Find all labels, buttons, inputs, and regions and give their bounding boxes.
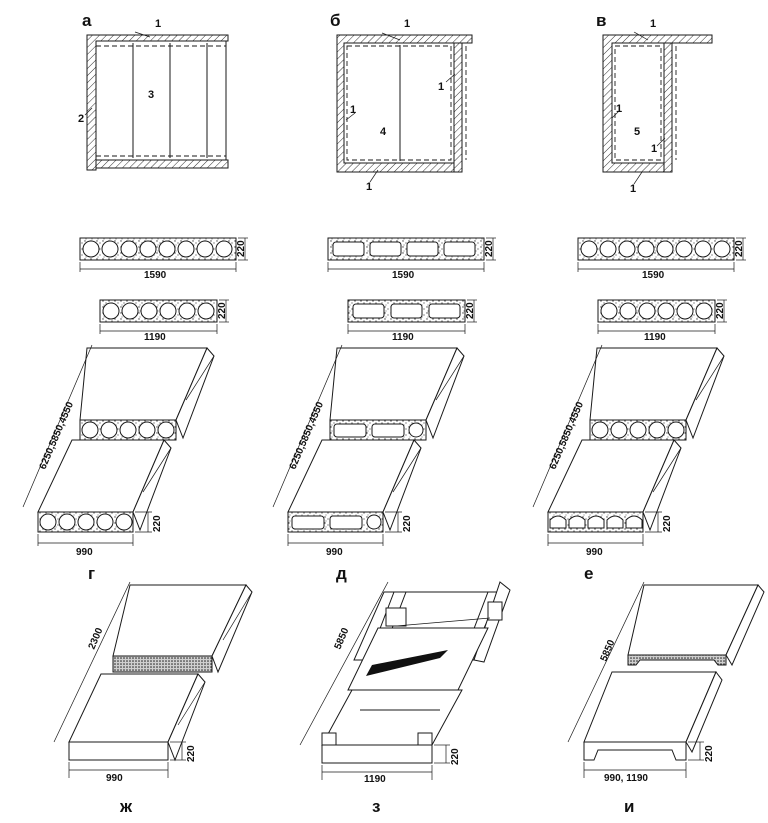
section-a-length-short: 1190 (144, 332, 166, 343)
iso-i-width: 990, 1190 (604, 773, 648, 784)
iso-g-thickness: 220 (152, 515, 163, 532)
section-v-length-long: 1590 (642, 270, 665, 281)
plan-b-label-1-bottom: 1 (366, 181, 372, 193)
section-long-a: 1590 220 (79, 237, 248, 281)
plan-b-label-1-right: 1 (438, 81, 444, 93)
iso-z-length: 5850 (333, 626, 352, 651)
iso-i-thickness: 220 (704, 745, 715, 762)
section-long-v: 1590 220 (577, 237, 746, 281)
section-b-thickness-short: 220 (465, 302, 476, 319)
plan-a: а 1 2 3 (78, 11, 229, 171)
iso-slab-e: 6250,5850,4550 990 220 (532, 344, 725, 558)
plan-v-label-1-top: 1 (650, 18, 656, 30)
panel-label-zh: ж (119, 797, 133, 816)
panel-label-v: в (596, 11, 606, 30)
panel-label-e: е (584, 564, 593, 583)
plan-b: б 1 1 1 1 4 (330, 11, 473, 193)
section-b-length-short: 1190 (392, 332, 414, 343)
plan-b-label-1-left: 1 (350, 104, 356, 116)
iso-zh-width: 990 (106, 773, 123, 784)
section-b-length-long: 1590 (392, 270, 415, 281)
iso-z-width: 1190 (364, 774, 386, 785)
panel-label-g: г (88, 564, 95, 583)
section-short-b: 1190 220 (347, 299, 477, 343)
section-v-length-short: 1190 (644, 332, 666, 343)
panel-label-i: и (624, 797, 634, 816)
plan-v-label-1-left: 1 (616, 103, 622, 115)
section-v-thickness-long: 220 (734, 240, 745, 257)
plan-a-label-1: 1 (155, 18, 161, 30)
iso-z-thickness: 220 (450, 748, 461, 765)
section-a-thickness-short: 220 (217, 302, 228, 319)
panel-label-z: з (372, 797, 380, 816)
panel-label-d: д (336, 564, 347, 583)
iso-e-width: 990 (586, 547, 603, 558)
panel-label-b: б (330, 11, 341, 30)
iso-slab-z: 5850 1190 220 (299, 581, 511, 785)
iso-e-thickness: 220 (662, 515, 673, 532)
plan-a-label-3: 3 (148, 89, 154, 101)
plan-v: в 1 1 1 1 5 (596, 11, 713, 195)
section-a-length-long: 1590 (144, 270, 167, 281)
iso-slab-g: 6250,5850,4550 990 220 (22, 344, 215, 558)
iso-d-width: 990 (326, 547, 343, 558)
iso-slab-d: 6250,5850,4550 990 220 (272, 344, 465, 558)
section-short-v: 1190 220 (597, 299, 727, 343)
plan-b-label-4: 4 (380, 126, 387, 138)
plan-v-label-5: 5 (634, 126, 640, 138)
iso-d-thickness: 220 (402, 515, 413, 532)
plan-v-label-1-bottom: 1 (630, 183, 636, 195)
iso-g-width: 990 (76, 547, 93, 558)
panel-label-a: а (82, 11, 92, 30)
plan-a-label-2: 2 (78, 113, 84, 125)
section-b-thickness-long: 220 (484, 240, 495, 257)
plan-b-label-1-top: 1 (404, 18, 410, 30)
iso-i-length: 5850 (599, 638, 618, 663)
iso-slab-zh: 2300 990 220 (53, 581, 253, 784)
section-long-b: 1590 220 (327, 237, 496, 281)
iso-zh-thickness: 220 (186, 745, 197, 762)
section-short-a: 1190 220 (99, 299, 229, 343)
section-a-thickness-long: 220 (236, 240, 247, 257)
plan-v-label-1-right: 1 (651, 143, 657, 155)
section-v-thickness-short: 220 (715, 302, 726, 319)
iso-slab-i: 5850 990, 1190 220 (567, 581, 765, 784)
